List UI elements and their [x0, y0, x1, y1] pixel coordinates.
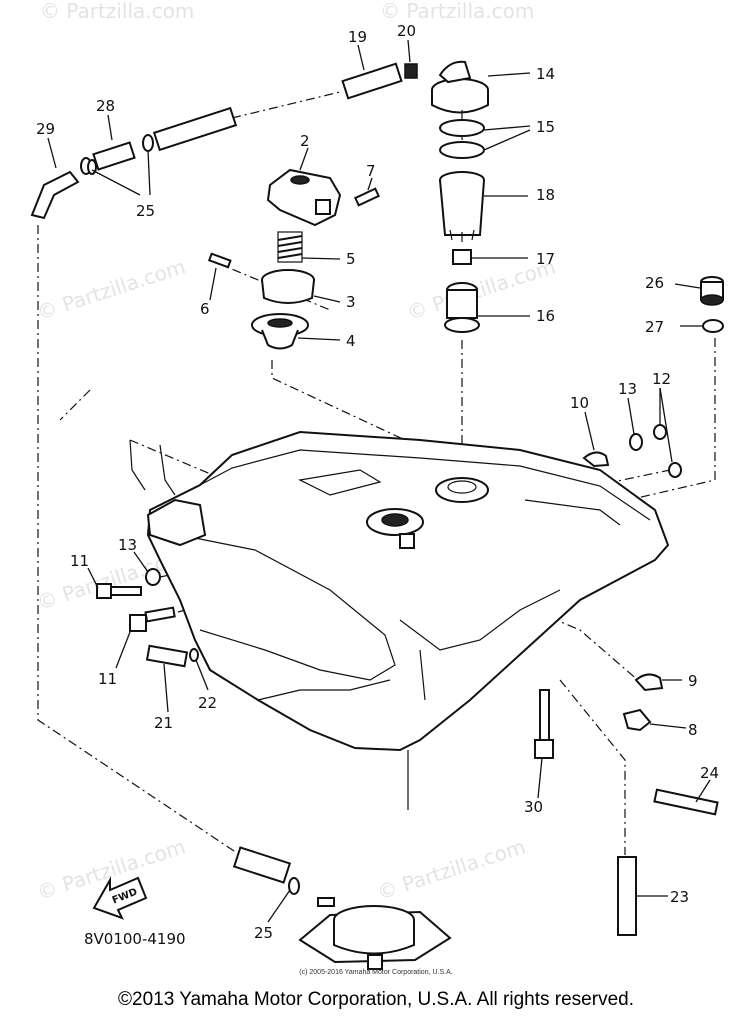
callout-6: 6: [200, 300, 210, 318]
callout-5: 5: [346, 250, 356, 268]
part-21-hose: [145, 644, 189, 668]
part-18-filter: [439, 171, 485, 242]
part-9-clamp: [634, 673, 664, 692]
part-5-spring: [277, 231, 303, 263]
part-23-hose: [617, 856, 637, 936]
callout-16: 16: [536, 307, 555, 325]
part-10-clamp: [582, 451, 610, 468]
callout-13: 13: [118, 536, 137, 554]
part-25-clamp: [142, 134, 154, 152]
callout-7: 7: [366, 162, 376, 180]
footer-copyright: ©2013 Yamaha Motor Corporation, U.S.A. A…: [118, 989, 634, 1010]
callout-4: 4: [346, 332, 356, 350]
part-30-band: [534, 689, 554, 759]
drawing-code: 8V0100-4190: [84, 930, 186, 948]
part-16-valve: [444, 282, 480, 333]
part-2-bracket: [266, 168, 342, 227]
callout-11: 11: [70, 552, 89, 570]
part-14-cap: [431, 60, 489, 140]
callout-19: 19: [348, 28, 367, 46]
callout-11: 11: [98, 670, 117, 688]
part-25-clamp: [288, 877, 300, 895]
leader-lines: [47, 39, 711, 923]
part-13-washer: [629, 433, 643, 451]
fuel-tank: [129, 430, 670, 810]
callout-29: 29: [36, 120, 55, 138]
part-20-clip: [404, 63, 418, 79]
callout-26: 26: [645, 274, 664, 292]
part-7-pin: [354, 187, 380, 207]
watermark-text: © Partzilla.com: [40, 0, 194, 23]
callout-18: 18: [536, 186, 555, 204]
callout-10: 10: [570, 394, 589, 412]
part-15-gasket: [439, 119, 485, 137]
callout-9: 9: [688, 672, 698, 690]
callout-25: 25: [136, 202, 155, 220]
fuel-pump: [298, 897, 452, 970]
watermark-text: © Partzilla.com: [380, 0, 534, 23]
part-12-nut: [653, 424, 667, 440]
callout-22: 22: [198, 694, 217, 712]
watermark-text: © Partzilla.com: [34, 254, 188, 325]
part-27-washer: [702, 319, 724, 333]
part-11-bolt: [96, 583, 142, 599]
callout-25: 25: [254, 924, 273, 942]
callout-27: 27: [645, 318, 664, 336]
callout-21: 21: [154, 714, 173, 732]
fwd-arrow-icon: FWD: [92, 876, 148, 920]
part-8-holder: [622, 708, 652, 732]
callout-14: 14: [536, 65, 555, 83]
callout-2: 2: [300, 132, 310, 150]
callout-28: 28: [96, 97, 115, 115]
part-4-filler-neck: [251, 313, 309, 350]
part-15-gasket: [439, 141, 485, 159]
lower-hose: [232, 846, 292, 884]
part-19-hose: [341, 62, 403, 100]
part-12-nut: [668, 462, 682, 478]
part-22-clip: [189, 648, 199, 662]
part-17-grommet: [452, 249, 472, 265]
callout-12: 12: [652, 370, 671, 388]
part-13-washer: [145, 568, 161, 586]
part-3-collar: [261, 269, 315, 304]
callout-24: 24: [700, 764, 719, 782]
callout-3: 3: [346, 293, 356, 311]
callout-13: 13: [618, 380, 637, 398]
part-6-pin: [207, 252, 232, 269]
callout-17: 17: [536, 250, 555, 268]
part-29-elbow-hose: [30, 170, 80, 220]
callout-23: 23: [670, 888, 689, 906]
callout-30: 30: [524, 798, 543, 816]
part-24-tie: [653, 788, 719, 816]
callout-15: 15: [536, 118, 555, 136]
part-11-bolt: [129, 606, 176, 632]
callout-20: 20: [397, 22, 416, 40]
callouts: 19 20 14 15 28 29 2 7 18 25 5 17 26 6 3 …: [36, 22, 719, 948]
callout-8: 8: [688, 721, 698, 739]
vent-hose: [152, 106, 238, 152]
watermark-text: © Partzilla.com: [374, 834, 528, 905]
part-26-cap: [700, 276, 724, 306]
diagram-copyright: (c) 2005-2016 Yamaha Motor Corporation, …: [299, 969, 453, 976]
